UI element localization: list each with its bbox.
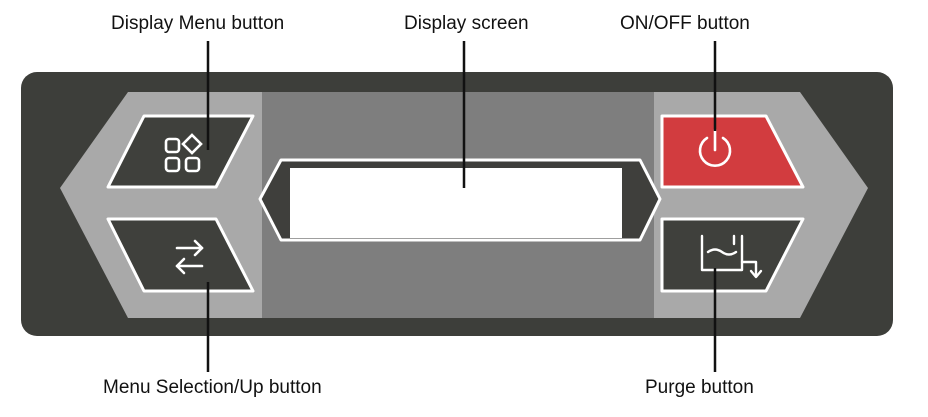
label-display-menu-button: Display Menu button: [111, 13, 285, 34]
menu-selection-up-button[interactable]: [106, 217, 255, 293]
onoff-button[interactable]: [660, 114, 805, 189]
label-purge-button: Purge button: [645, 377, 754, 398]
label-onoff-button: ON/OFF button: [620, 13, 750, 34]
label-display-screen: Display screen: [404, 13, 529, 34]
swap-arrows-icon: [175, 239, 204, 275]
callout-lines: [206, 41, 717, 372]
purge-button[interactable]: [660, 217, 805, 293]
power-icon: [698, 128, 732, 167]
tank-drain-icon: [700, 234, 763, 279]
label-menu-selection-up-button: Menu Selection/Up button: [103, 377, 322, 398]
grid-diamond-icon: [164, 133, 203, 173]
display-menu-button[interactable]: [106, 114, 255, 189]
display-screen: [290, 168, 622, 238]
